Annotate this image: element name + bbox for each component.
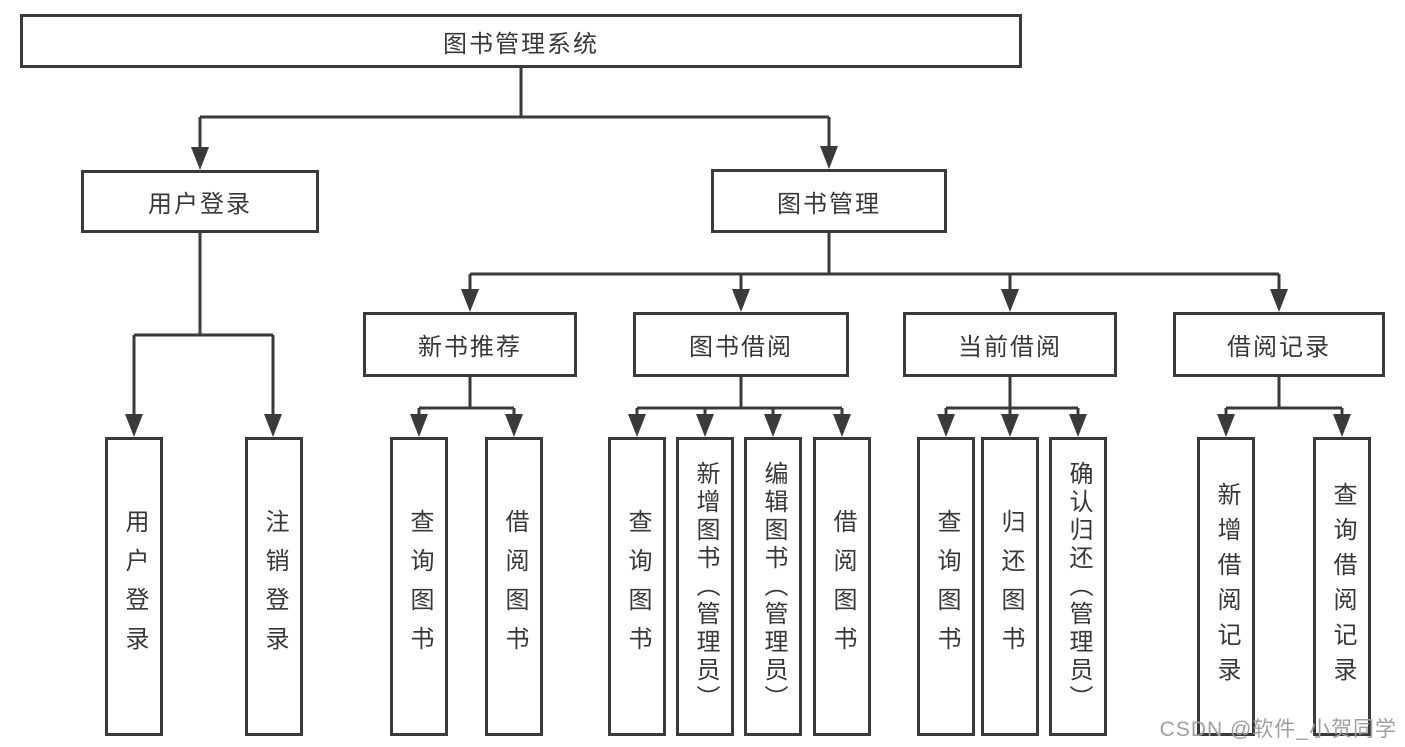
arrowhead-leaf [264, 414, 282, 437]
leaf-query-borrow-record: 查询借阅记录 [1313, 437, 1371, 736]
connector-new-book-children [417, 377, 516, 416]
leaf-add-book-admin: 新增图书（管理员） [676, 437, 734, 736]
node-book-borrow: 图书借阅 [633, 312, 849, 377]
arrowhead-book-borrow [732, 289, 750, 312]
arrowhead-leaf [1217, 414, 1235, 437]
leaf-logout: 注销登录 [245, 437, 303, 736]
arrowhead-borrow-records [1270, 289, 1288, 312]
arrowhead-new-book [461, 289, 479, 312]
arrowhead-leaf [696, 414, 714, 437]
leaf-confirm-return-admin: 确认归还（管理员） [1049, 437, 1107, 736]
connector-current-borrow-children [944, 377, 1080, 416]
arrowhead-leaf [410, 414, 428, 437]
leaf-edit-book-admin: 编辑图书（管理员） [744, 437, 802, 736]
connector-user-login-children [132, 233, 275, 415]
arrowhead-current-borrow [1001, 289, 1019, 312]
node-new-book-recommend: 新书推荐 [363, 312, 577, 377]
arrowhead-leaf [764, 414, 782, 437]
node-book-management: 图书管理 [711, 169, 947, 233]
arrowhead-leaf [505, 414, 523, 437]
leaf-user-login: 用户登录 [105, 437, 163, 736]
node-user-login: 用户登录 [81, 170, 319, 233]
node-current-borrow: 当前借阅 [903, 312, 1117, 377]
arrowhead-leaf [1333, 414, 1351, 437]
connector-book-management-children [468, 233, 1281, 290]
node-library-system: 图书管理系统 [20, 14, 1022, 68]
leaf-query-book-borrow: 查询图书 [608, 437, 666, 736]
arrowhead-leaf [125, 414, 143, 437]
arrowhead-leaf [628, 414, 646, 437]
arrowhead-user-login [191, 147, 209, 170]
arrowhead-leaf [833, 414, 851, 437]
leaf-borrow-book-recommend: 借阅图书 [485, 437, 543, 736]
leaf-return-book: 归还图书 [981, 437, 1039, 736]
arrowhead-leaf [1069, 414, 1087, 437]
csdn-watermark: CSDN @软件_小贺同学 [1159, 718, 1397, 741]
node-borrow-records: 借阅记录 [1173, 312, 1385, 377]
connector-root-to-level2 [198, 68, 831, 148]
connector-book-borrow-children [635, 377, 844, 416]
arrowhead-leaf [1001, 414, 1019, 437]
arrowhead-book-management [820, 146, 838, 169]
leaf-add-borrow-record: 新增借阅记录 [1197, 437, 1255, 736]
leaf-query-book-recommend: 查询图书 [390, 437, 448, 736]
connector-borrow-records-children [1224, 377, 1344, 416]
leaf-borrow-book: 借阅图书 [813, 437, 871, 736]
arrowhead-leaf [937, 414, 955, 437]
leaf-query-book-current: 查询图书 [917, 437, 975, 736]
